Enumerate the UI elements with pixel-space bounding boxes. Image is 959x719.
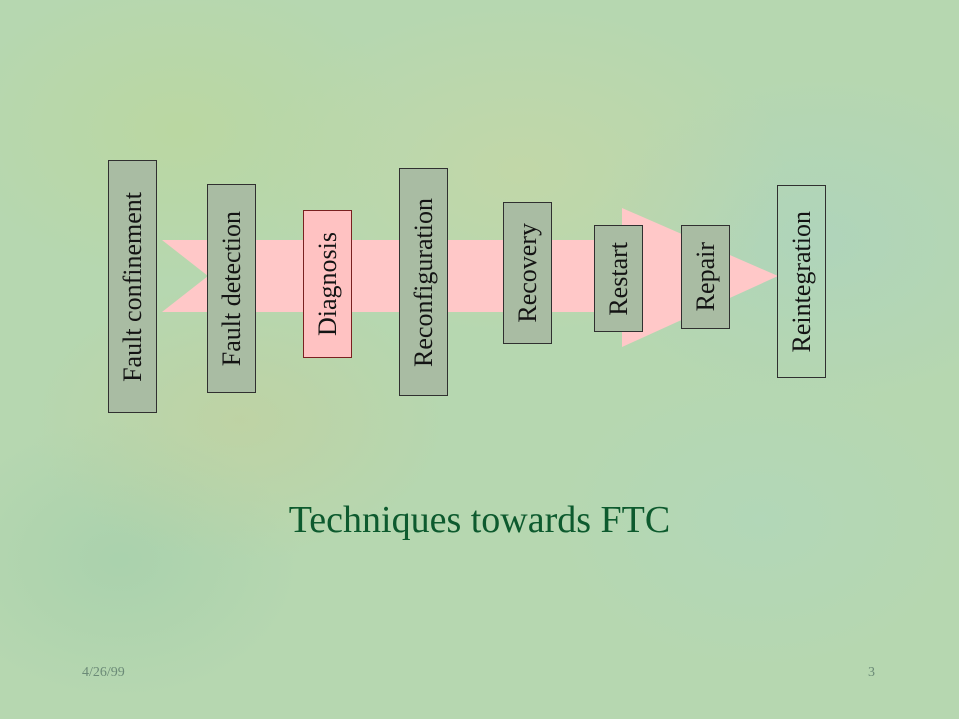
slide-title: Techniques towards FTC: [288, 499, 671, 541]
slide-date: 4/26/99: [82, 665, 125, 680]
slide-page-number: 3: [868, 665, 875, 680]
step-reconfiguration: Reconfiguration: [399, 168, 448, 396]
step-fault-detection: Fault detection: [207, 184, 256, 393]
step-fault-confinement: Fault confinement: [108, 160, 157, 413]
step-repair: Repair: [681, 225, 730, 329]
step-diagnosis: Diagnosis: [303, 210, 352, 358]
step-label: Reconfiguration: [408, 197, 438, 367]
step-restart: Restart: [594, 225, 643, 332]
step-label: Repair: [690, 242, 720, 312]
step-label: Recovery: [512, 223, 542, 323]
step-recovery: Recovery: [503, 202, 552, 344]
step-reintegration: Reintegration: [777, 185, 826, 378]
step-label: Restart: [603, 241, 633, 316]
step-label: Fault confinement: [117, 191, 147, 382]
step-label: Fault detection: [216, 210, 246, 367]
step-label: Diagnosis: [312, 232, 342, 336]
step-label: Reintegration: [786, 210, 816, 353]
